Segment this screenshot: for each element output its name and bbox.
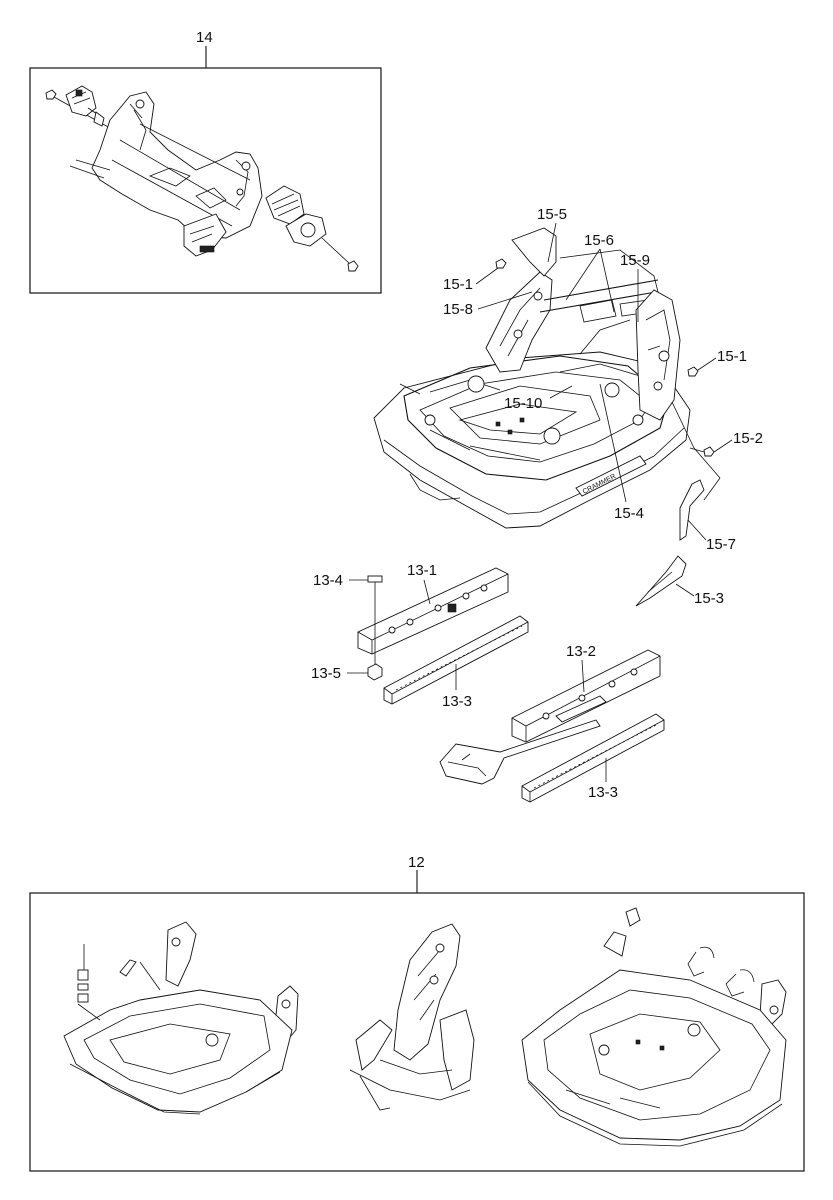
recliner-right-icon xyxy=(635,289,681,421)
callout-15-1-left: 15-1 xyxy=(443,276,473,293)
bracket-15-5-icon xyxy=(511,227,557,277)
callout-15-1-right: 15-1 xyxy=(717,348,747,365)
nut-13-5-icon xyxy=(367,663,383,681)
callout-13-3-b: 13-3 xyxy=(588,784,618,801)
bolt-15-2-icon xyxy=(689,446,715,457)
callout-13-3-a: 13-3 xyxy=(442,693,472,710)
seat-frame-15-group: CRAMMER xyxy=(373,227,721,607)
motor-right-icon xyxy=(265,185,351,265)
rail-bracket-13-1-icon xyxy=(357,567,509,655)
assembly-12-group: 12 xyxy=(29,854,805,1172)
callout-13-1: 13-1 xyxy=(407,562,437,579)
recliner-12-middle-icon xyxy=(349,923,475,1111)
motor-left-icon xyxy=(65,85,105,127)
callout-15-6: 15-6 xyxy=(584,232,614,249)
bolt-13-4-icon xyxy=(367,575,383,666)
callout-15-2: 15-2 xyxy=(733,430,763,447)
seat-frame-14-icon xyxy=(69,91,263,257)
lever-15-7-icon xyxy=(679,479,705,541)
callout-15-7: 15-7 xyxy=(706,536,736,553)
callout-15-10: 15-10 xyxy=(504,395,542,412)
seat-frame-12-right-icon xyxy=(521,907,787,1147)
callout-14: 14 xyxy=(196,29,213,46)
handle-bar-icon xyxy=(439,719,601,785)
callout-15-3: 15-3 xyxy=(694,590,724,607)
bolt-15-1-right-icon xyxy=(687,366,699,377)
bolt-right-icon xyxy=(347,260,359,272)
rail-bracket-13-2-icon xyxy=(511,649,661,743)
assembly-14-group: 14 xyxy=(29,29,382,294)
bolt-15-1-left-icon xyxy=(495,258,507,269)
callouts: 15-5 15-6 15-9 15-1 15-8 15-1 15-10 15-2… xyxy=(311,206,763,801)
callout-15-9: 15-9 xyxy=(620,252,650,269)
callout-15-8: 15-8 xyxy=(443,301,473,318)
callout-13-2: 13-2 xyxy=(566,643,596,660)
callout-13-5: 13-5 xyxy=(311,665,341,682)
callout-15-4: 15-4 xyxy=(614,505,644,522)
callout-15-5: 15-5 xyxy=(537,206,567,223)
callout-12: 12 xyxy=(408,854,425,871)
callout-13-4: 13-4 xyxy=(313,572,343,589)
rails-13-group xyxy=(357,567,665,803)
seat-frame-12-left-icon xyxy=(63,921,299,1115)
